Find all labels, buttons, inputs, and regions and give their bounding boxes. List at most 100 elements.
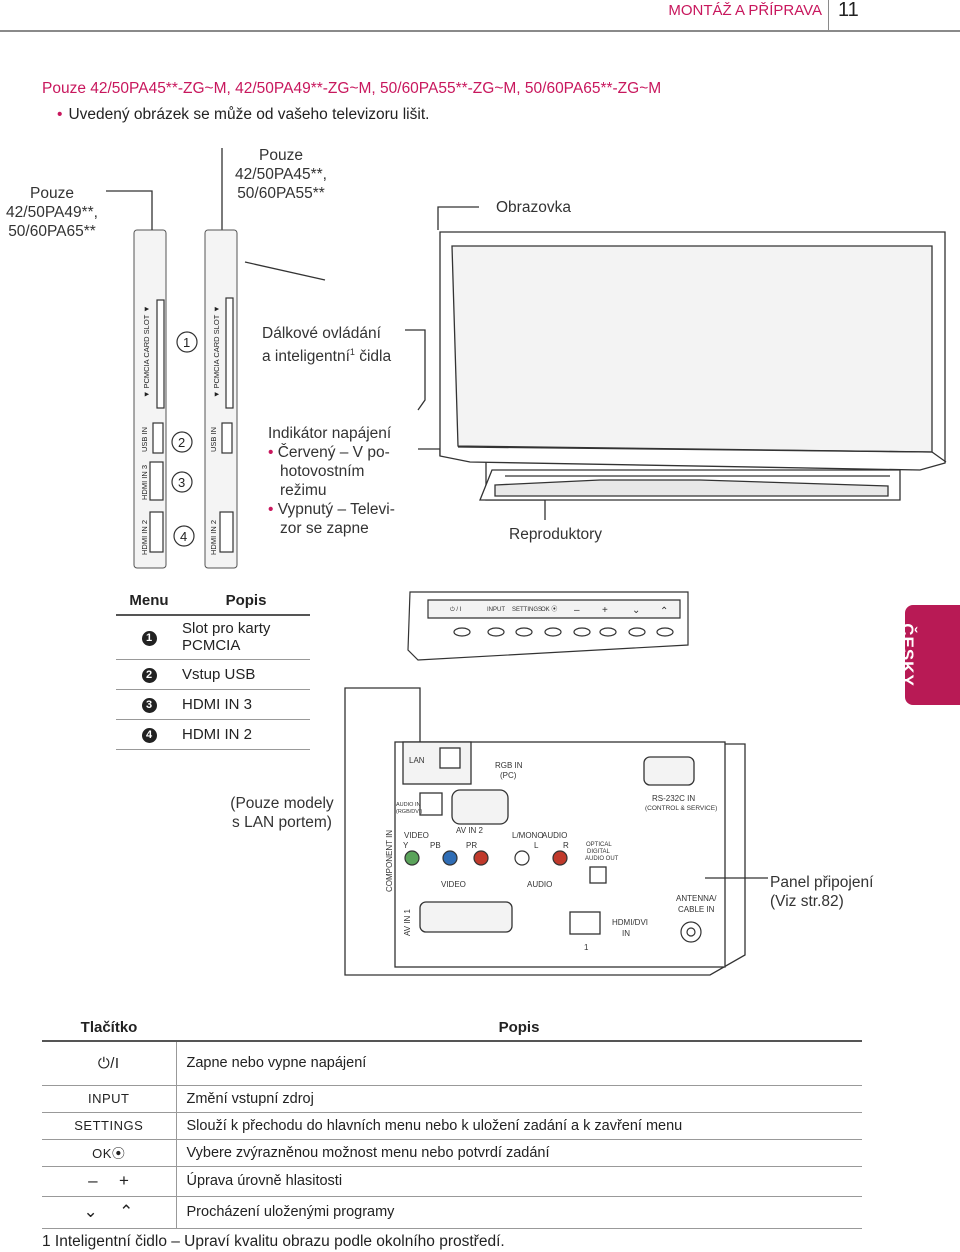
svg-text:PR: PR: [466, 841, 477, 850]
svg-text:▼ PCMCIA CARD SLOT ▼: ▼ PCMCIA CARD SLOT ▼: [212, 305, 221, 398]
svg-text:Y: Y: [403, 841, 409, 850]
svg-text:DIGITAL: DIGITAL: [587, 849, 611, 855]
table-row: INPUT Změní vstupní zdroj: [42, 1085, 862, 1113]
svg-text:USB IN: USB IN: [140, 427, 149, 452]
svg-text:1: 1: [584, 943, 589, 952]
footnote: 1 Inteligentní čidlo – Upraví kvalitu ob…: [42, 1233, 505, 1250]
svg-text:AV IN 1: AV IN 1: [403, 908, 412, 936]
svg-text:AV IN 2: AV IN 2: [456, 826, 484, 835]
image-disclaimer: •Uvedený obrázek se může od vašeho telev…: [57, 106, 429, 124]
label-screen: Obrazovka: [496, 199, 571, 216]
row-number: 4: [141, 728, 157, 743]
svg-text:LAN: LAN: [409, 756, 425, 765]
svg-text:AUDIO: AUDIO: [527, 880, 552, 889]
header-rule: [0, 30, 960, 32]
svg-text:⏻ / I: ⏻ / I: [450, 606, 462, 613]
svg-text:–: –: [574, 605, 580, 616]
svg-text:2: 2: [178, 435, 185, 450]
svg-text:USB IN: USB IN: [209, 427, 218, 452]
key-label: SETTINGS: [42, 1112, 176, 1140]
svg-text:INPUT: INPUT: [487, 607, 505, 613]
svg-text:OPTICAL: OPTICAL: [586, 842, 612, 848]
table-row: SETTINGS Slouží k přechodu do hlavních m…: [42, 1112, 862, 1140]
key-label: OK⦿: [42, 1139, 176, 1167]
svg-text:+: +: [602, 605, 608, 616]
table-row: 2 Vstup USB: [116, 659, 310, 690]
svg-text:AUDIO OUT: AUDIO OUT: [585, 856, 619, 862]
tv-screen: [439, 231, 947, 501]
table-row: 4 HDMI IN 2: [116, 719, 310, 750]
svg-text:VIDEO: VIDEO: [404, 831, 429, 840]
disclaimer-text: Uvedený obrázek se může od vašeho televi…: [68, 106, 430, 123]
label-power-indicator: Indikátor napájení • Červený – V po- hot…: [268, 425, 395, 537]
language-tab: ČESKY: [898, 605, 960, 705]
port-table-head-desc: Popis: [182, 587, 310, 616]
tv-diagram: ▼ PCMCIA CARD SLOT ▼ ▼ PCMCIA CARD SLOT …: [106, 148, 947, 976]
table-row: OK⦿ Vybere zvýrazněnou možnost menu nebo…: [42, 1139, 862, 1167]
table-row: ⏻/I Zapne nebo vypne napájení: [42, 1041, 862, 1086]
svg-text:HDMI IN 2: HDMI IN 2: [140, 520, 149, 555]
svg-text:(RGB/DVI): (RGB/DVI): [396, 809, 422, 815]
svg-text:COMPONENT IN: COMPONENT IN: [385, 830, 394, 892]
label-speakers: Reproduktory: [509, 526, 603, 543]
key-desc: Slouží k přechodu do hlavních menu nebo …: [175, 1112, 862, 1140]
model-note: Pouze 42/50PA45**-ZG~M, 42/50PA49**-ZG~M…: [42, 80, 662, 97]
header-divider: [828, 0, 829, 30]
svg-text:SETTINGS: SETTINGS: [512, 607, 542, 613]
row-number: 1: [141, 631, 157, 647]
svg-text:AUDIO IN: AUDIO IN: [396, 802, 420, 808]
svg-text:(CONTROL & SERVICE): (CONTROL & SERVICE): [645, 805, 717, 812]
svg-text:AUDIO: AUDIO: [542, 831, 567, 840]
section-title: MONTÁŽ A PŘÍPRAVA: [668, 2, 822, 19]
key-desc: Úprava úrovně hlasitosti: [175, 1166, 862, 1197]
svg-text:IN: IN: [622, 929, 630, 938]
svg-text:⌄: ⌄: [632, 605, 640, 616]
button-table-head-desc: Popis: [176, 1014, 862, 1042]
key-desc: Procházení uloženými programy: [175, 1196, 862, 1229]
svg-text:PB: PB: [430, 841, 441, 850]
table-row: ⌄ ⌃ Procházení uloženými programy: [42, 1196, 862, 1229]
svg-text:3: 3: [178, 475, 185, 490]
button-table: Tlačítko Popis ⏻/I Zapne nebo vypne napá…: [42, 1014, 862, 1229]
svg-text:OK ⦿: OK ⦿: [541, 606, 557, 613]
row-desc: Vstup USB: [182, 659, 310, 690]
svg-text:HDMI/DVI: HDMI/DVI: [612, 918, 648, 927]
svg-text:HDMI IN 2: HDMI IN 2: [209, 520, 218, 555]
row-number: 3: [141, 698, 157, 713]
svg-text:⌃: ⌃: [660, 606, 668, 617]
svg-text:1: 1: [183, 335, 190, 350]
label-connection-panel: Panel připojení(Viz str.82): [770, 874, 874, 910]
svg-text:HDMI IN 3: HDMI IN 3: [140, 465, 149, 500]
svg-text:VIDEO: VIDEO: [441, 880, 466, 889]
svg-text:L: L: [534, 841, 539, 850]
button-table-head-key: Tlačítko: [42, 1014, 176, 1042]
button-bar: [407, 591, 689, 661]
key-label: ⏻/I: [42, 1041, 176, 1086]
page-number: 11: [838, 0, 859, 21]
svg-text:RGB IN: RGB IN: [495, 761, 523, 770]
svg-text:(PC): (PC): [500, 771, 517, 780]
row-desc: HDMI IN 2: [182, 719, 310, 750]
row-number: 2: [141, 668, 157, 683]
key-label: INPUT: [42, 1085, 176, 1113]
svg-text:▼ PCMCIA CARD SLOT ▼: ▼ PCMCIA CARD SLOT ▼: [142, 305, 151, 398]
table-row: – + Úprava úrovně hlasitosti: [42, 1166, 862, 1197]
svg-text:4: 4: [180, 529, 187, 544]
svg-text:RS-232C IN: RS-232C IN: [652, 794, 695, 803]
key-desc: Zapne nebo vypne napájení: [175, 1041, 862, 1086]
label-remote-sensor: Dálkové ovládání a inteligentní1 čidla: [262, 325, 392, 366]
key-label: – +: [42, 1166, 176, 1197]
table-row: 3 HDMI IN 3: [116, 689, 310, 720]
svg-text:CABLE IN: CABLE IN: [678, 905, 715, 914]
svg-text:R: R: [563, 841, 569, 850]
svg-text:L/MONO: L/MONO: [512, 831, 544, 840]
svg-text:ANTENNA/: ANTENNA/: [676, 894, 717, 903]
port-table-head-menu: Menu: [116, 587, 182, 616]
key-desc: Vybere zvýrazněnou možnost menu nebo pot…: [175, 1139, 862, 1167]
